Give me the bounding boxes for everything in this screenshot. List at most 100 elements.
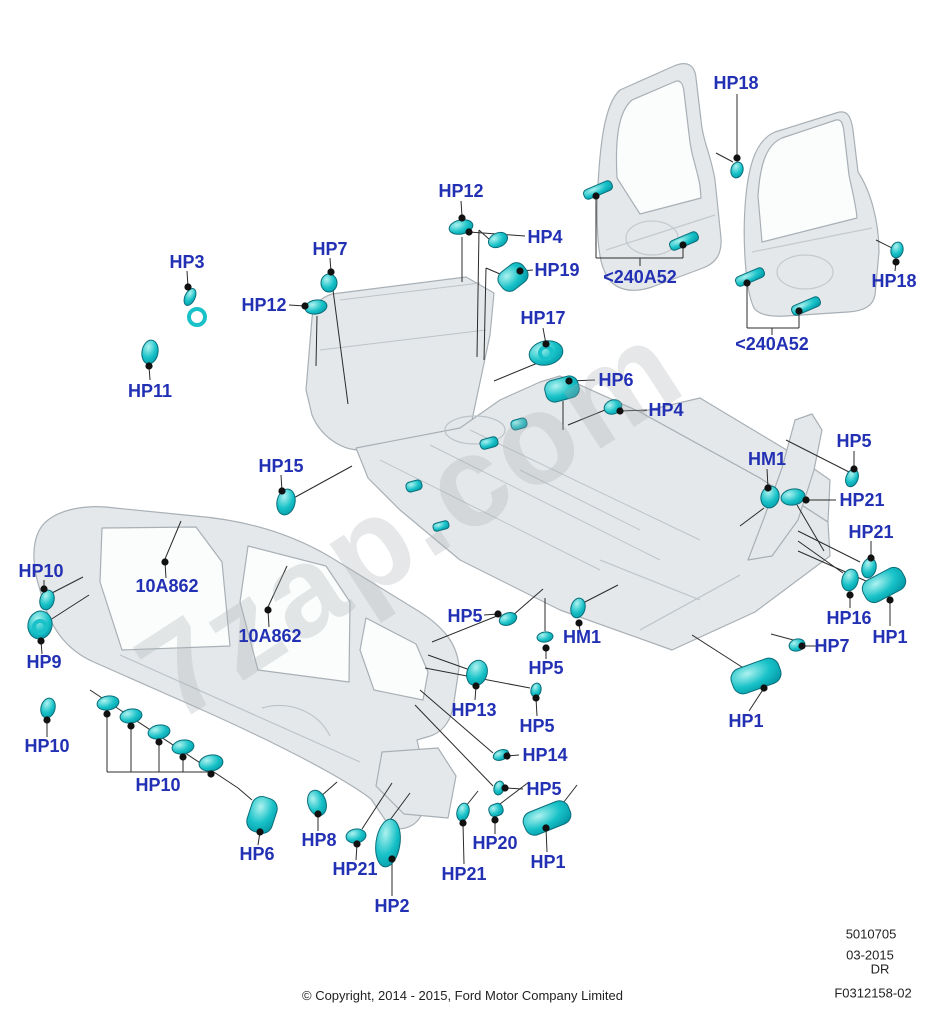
leader-line xyxy=(237,787,253,801)
callout-dot xyxy=(327,268,335,276)
callout-dot xyxy=(886,596,894,604)
leader-line xyxy=(483,267,487,361)
leader-line xyxy=(361,782,393,830)
leader-line xyxy=(46,594,90,623)
hp4-plug xyxy=(487,231,509,249)
leader-line xyxy=(289,465,353,501)
hp3-plug-ring xyxy=(187,307,207,327)
leader-line xyxy=(748,687,765,712)
callout-dot xyxy=(465,228,473,236)
hp7-plug xyxy=(320,273,338,293)
hp18-plug xyxy=(890,241,904,259)
callout-dot xyxy=(503,752,511,760)
hp1-plug xyxy=(861,566,907,604)
callout-dots xyxy=(37,154,900,863)
leader-line xyxy=(691,634,746,670)
callout-dot xyxy=(179,753,187,761)
leader-line xyxy=(267,565,288,608)
body-panels xyxy=(33,63,880,830)
callout-dot xyxy=(850,465,858,473)
callout-dot xyxy=(802,496,810,504)
hp21-plug xyxy=(456,802,470,822)
hp10-plug xyxy=(147,724,171,740)
hp1-plug xyxy=(730,657,782,695)
callout-dot xyxy=(764,484,772,492)
callout-dot xyxy=(846,591,854,599)
hp11-plug xyxy=(141,339,159,365)
callout-dot xyxy=(565,377,573,385)
callout-dot xyxy=(892,258,900,266)
callout-dot xyxy=(161,558,169,566)
hp10-plug xyxy=(198,754,224,772)
callout-dot xyxy=(278,487,286,495)
callout-dot xyxy=(103,710,111,718)
footer-copyright: © Copyright, 2014 - 2015, Ford Motor Com… xyxy=(302,988,624,1003)
leader-line xyxy=(465,790,479,807)
callout-dot xyxy=(472,682,480,690)
front-door-panel xyxy=(596,63,722,291)
footer-reference: F0312158-02 xyxy=(834,985,912,1001)
hm1-plug xyxy=(570,597,586,619)
leader-line xyxy=(419,689,494,754)
callout-dot xyxy=(795,307,803,315)
hp10-plug xyxy=(171,739,195,755)
hp10-plug xyxy=(40,697,56,719)
leader-line xyxy=(389,792,411,821)
callout-dot xyxy=(458,214,466,222)
callout-dot xyxy=(575,619,583,627)
callout-dot xyxy=(679,241,687,249)
hp2-plug xyxy=(375,818,401,868)
bodyside-panel xyxy=(33,506,460,830)
leader-line xyxy=(785,439,850,473)
hm1-plug xyxy=(760,485,780,509)
hp5-plug xyxy=(498,612,518,626)
leader-line xyxy=(545,827,548,853)
leader-line xyxy=(582,584,619,604)
hp9-plug-ring xyxy=(32,619,48,635)
hp19-plug xyxy=(497,262,529,292)
callout-dot xyxy=(491,816,499,824)
footer-reference: DR xyxy=(870,961,890,977)
callout-dot xyxy=(542,340,550,348)
hp18-plug xyxy=(730,161,744,179)
callout-dot xyxy=(127,722,135,730)
leader-line xyxy=(462,822,465,865)
callout-dot xyxy=(592,192,600,200)
callout-dot xyxy=(301,302,309,310)
hp15-plug xyxy=(276,488,296,516)
leader-line xyxy=(511,588,544,617)
callout-dot xyxy=(516,267,524,275)
hp1-plug xyxy=(522,800,572,836)
leader-line xyxy=(476,229,480,358)
callout-dot xyxy=(743,279,751,287)
callout-dot xyxy=(353,840,361,848)
callout-dot xyxy=(760,684,768,692)
leader-line xyxy=(478,229,491,241)
callout-dot xyxy=(388,855,396,863)
callout-dot xyxy=(532,694,540,702)
leader-line xyxy=(875,239,893,249)
footer-reference: 5010705 xyxy=(845,926,897,942)
door-strip-plug xyxy=(582,180,614,200)
hp16-plug xyxy=(841,568,859,592)
hp10-plug xyxy=(39,589,55,611)
footer-reference: 03-2015 xyxy=(846,947,894,963)
callout-dot xyxy=(798,642,806,650)
hp17-plug xyxy=(528,340,564,366)
callout-dot xyxy=(542,824,550,832)
door-strip-plug xyxy=(734,267,766,287)
callout-dot xyxy=(40,585,48,593)
leader-line xyxy=(431,615,498,643)
hp10-plug xyxy=(96,695,120,711)
leader-line xyxy=(499,781,530,805)
callout-dot xyxy=(542,644,550,652)
leader-line xyxy=(414,704,494,787)
leader-line xyxy=(493,361,541,382)
floor-plug xyxy=(479,436,499,450)
hp3-plug xyxy=(183,288,197,306)
floor-plug xyxy=(432,520,450,532)
leader-line xyxy=(460,200,463,217)
callout-dot xyxy=(207,770,215,778)
